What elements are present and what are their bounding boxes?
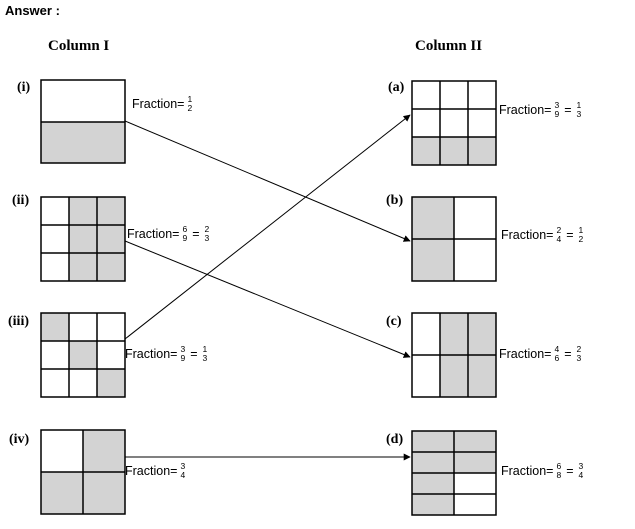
column-2-title: Column II	[415, 38, 483, 54]
column-1-title: Column I	[48, 38, 110, 54]
shape-iv-shaded-top-right	[83, 430, 125, 472]
label-i: (i)	[17, 80, 31, 95]
label-d: (d)	[386, 432, 404, 447]
shape-ii	[40, 196, 126, 282]
shape-d	[411, 430, 497, 516]
shape-iii-shaded-cell-2	[69, 341, 97, 369]
arrow-ii-to-c	[124, 240, 411, 358]
label-b: (b)	[386, 193, 404, 208]
shape-b	[411, 196, 497, 282]
label-a: (a)	[388, 80, 405, 95]
answer-label: Answer :	[5, 3, 60, 18]
shape-a	[411, 80, 497, 166]
arrow-i-to-b	[124, 120, 411, 242]
arrow-iii-to-a	[124, 114, 411, 340]
label-iii: (iii)	[8, 314, 29, 329]
shape-c	[411, 312, 497, 398]
shape-i-shaded-half	[41, 122, 125, 163]
shape-a-shaded-row	[412, 137, 496, 165]
shape-iv	[40, 429, 126, 515]
shape-iii-shaded-cell-3	[97, 369, 125, 397]
shape-i	[40, 79, 126, 164]
label-c: (c)	[386, 314, 402, 329]
label-ii: (ii)	[12, 193, 30, 208]
label-iv: (iv)	[9, 432, 30, 447]
shape-iii-border	[40, 312, 126, 398]
shape-ii-border	[40, 196, 126, 282]
shape-iii-shaded-cell-1	[41, 313, 69, 341]
shape-iii	[40, 312, 126, 398]
shape-a-border	[411, 80, 497, 166]
